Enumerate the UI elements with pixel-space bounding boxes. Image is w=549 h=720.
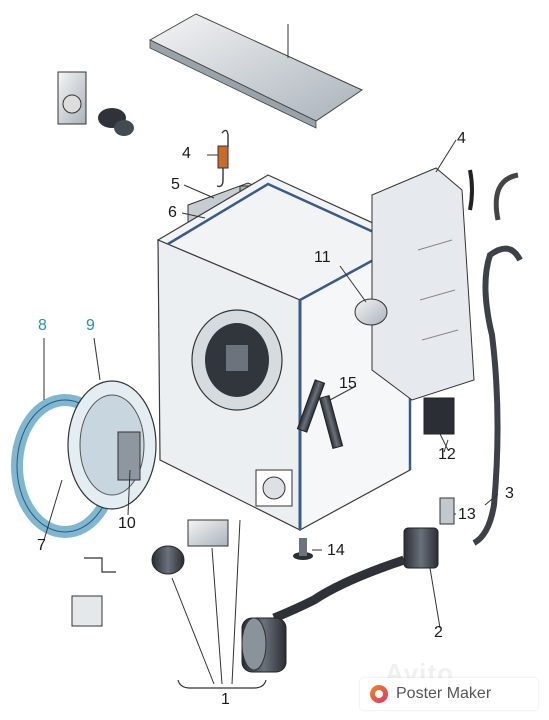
callout-5: 5 (171, 176, 180, 193)
electronic-module (423, 397, 455, 451)
callout-9: 9 (86, 317, 95, 334)
callout-4-spring: 4 (182, 145, 191, 162)
location-pin-icon (370, 685, 388, 703)
door-assembly (11, 380, 157, 538)
shock-absorbers (296, 379, 344, 450)
callout-4-rear: 4 (457, 130, 466, 147)
callout-8: 8 (38, 317, 47, 334)
callout-2: 2 (434, 624, 443, 641)
door-handle-parts (71, 557, 116, 627)
leader-lines (43, 139, 499, 629)
adjustable-foot (293, 538, 313, 560)
dispenser-parts (57, 71, 134, 136)
hose-connectors (151, 519, 267, 689)
callout-11: 11 (314, 249, 331, 266)
rear-panel (371, 167, 475, 401)
callout-14: 14 (327, 542, 345, 559)
motor (339, 265, 388, 326)
drain-pump (241, 527, 439, 673)
callout-1: 1 (221, 691, 230, 708)
watermark-label: Poster Maker (396, 685, 492, 702)
filter-capacitor (439, 497, 455, 525)
top-cover-panel (148, 13, 364, 129)
inlet-hoses (468, 169, 523, 546)
callout-7: 7 (37, 537, 46, 554)
callout-12: 12 (438, 446, 456, 463)
callout-6: 6 (168, 204, 177, 221)
callout-13: 13 (458, 506, 476, 523)
callout-3: 3 (505, 485, 514, 502)
callout-15: 15 (339, 375, 357, 392)
suspension-spring (216, 129, 229, 188)
callout-10: 10 (118, 515, 136, 532)
poster-maker-watermark: Poster Maker (360, 678, 538, 710)
